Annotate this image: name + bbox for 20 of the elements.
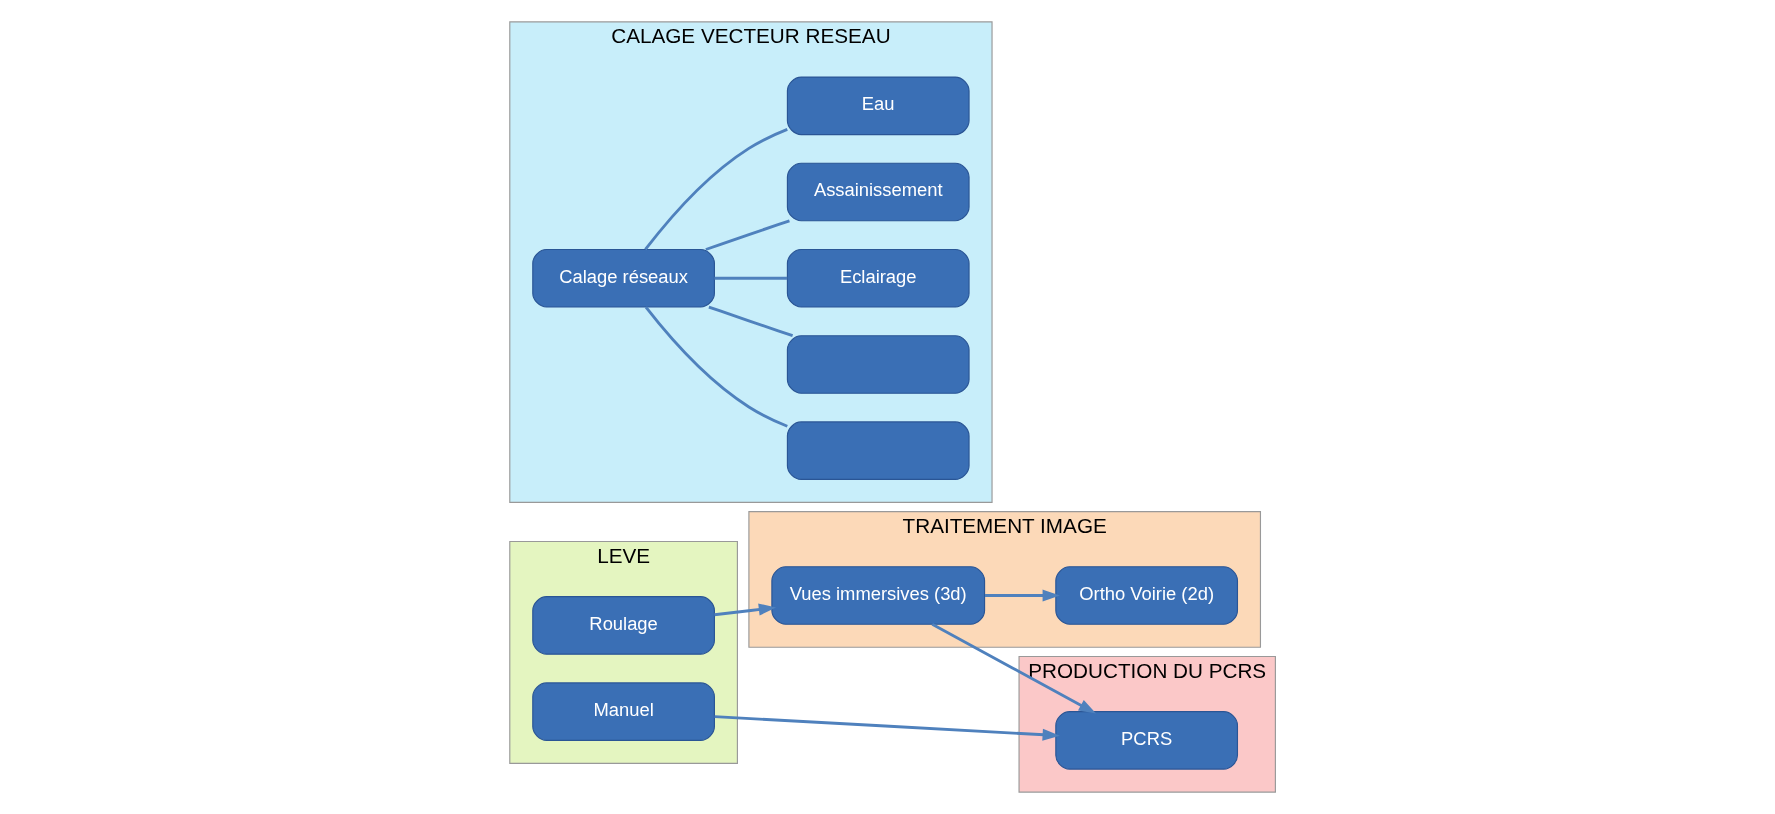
connector (643, 128, 788, 251)
connector (713, 276, 787, 280)
arrow (931, 623, 1096, 714)
node-box: Eau (786, 76, 970, 136)
node-box: Eclairage (786, 248, 970, 308)
connector (704, 219, 790, 251)
node-box (786, 335, 970, 394)
connector (644, 306, 788, 428)
node-box: Roulage (531, 596, 715, 655)
node-box: PCRS (1054, 711, 1238, 770)
node-box: Vues immersives (3d) (770, 566, 985, 625)
connector (707, 305, 793, 338)
node-box (786, 421, 970, 480)
node-box: Manuel (531, 682, 715, 741)
arrow (713, 603, 776, 617)
node-box: Ortho Voirie (2d) (1054, 566, 1238, 625)
arrow (714, 715, 1060, 741)
arrow (984, 589, 1060, 602)
node-box: Calage réseaux (531, 248, 715, 308)
node-box: Assainissement (786, 162, 970, 222)
